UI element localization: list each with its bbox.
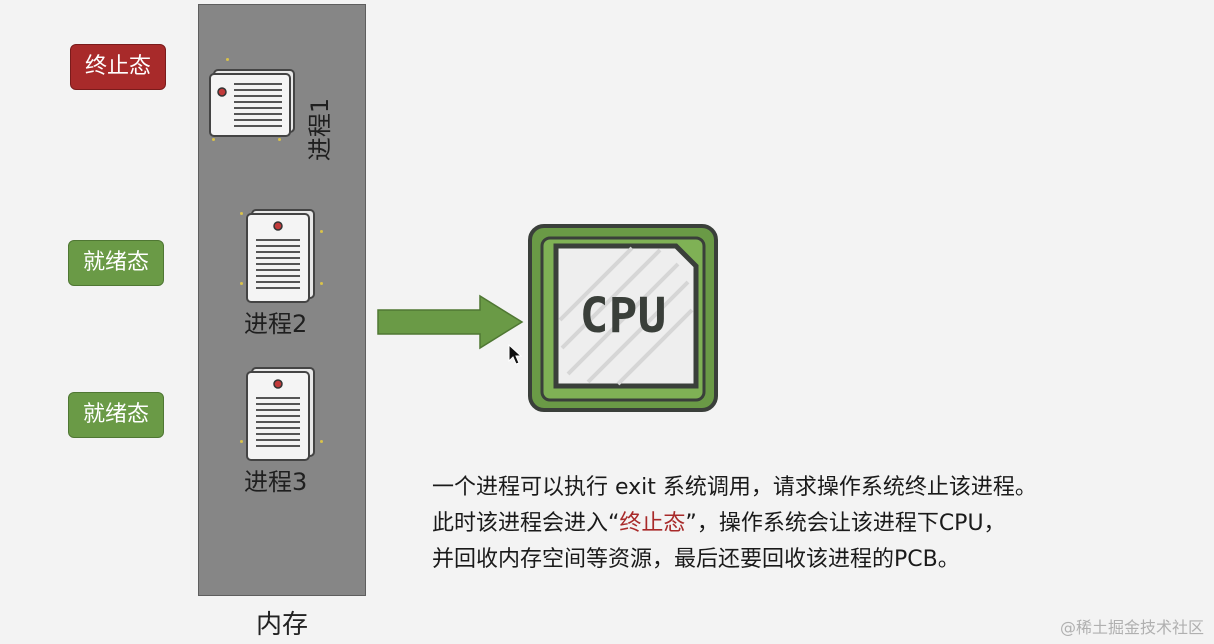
description-line-2: 此时该进程会进入“终止态”，操作系统会让该进程下CPU，	[432, 511, 1006, 536]
selection-dot	[320, 440, 323, 443]
state-tag-ready: 就绪态	[68, 240, 165, 286]
state-tag-terminated: 终止态	[70, 44, 167, 90]
description-line-1: 一个进程可以执行 exit 系统调用，请求操作系统终止该进程。	[432, 475, 1037, 500]
state-tag-label: 就绪态	[83, 250, 150, 275]
highlight-terminated: 终止态	[619, 511, 686, 536]
selection-dot	[212, 138, 215, 141]
selection-dot	[240, 282, 243, 285]
selection-dot	[320, 282, 323, 285]
memory-label: 内存	[255, 610, 308, 640]
state-tag-label: 就绪态	[83, 402, 150, 427]
process1-label: 进程1	[306, 97, 335, 162]
selection-dot	[240, 212, 243, 215]
process2-document-icon	[246, 209, 315, 303]
process2-label: 进程2	[244, 310, 308, 338]
state-tag-label: 终止态	[85, 54, 152, 79]
cpu-icon: CPU	[528, 224, 718, 412]
selection-dot	[226, 58, 229, 61]
description-line-3: 并回收内存空间等资源，最后还要回收该进程的PCB。	[432, 547, 960, 572]
state-tag-ready: 就绪态	[68, 392, 165, 438]
process1-document-icon	[209, 69, 295, 137]
process3-label: 进程3	[244, 468, 308, 496]
process3-document-icon	[246, 367, 315, 461]
watermark: @稀土掘金技术社区	[1059, 618, 1204, 637]
arrow-to-cpu-icon	[377, 294, 524, 350]
selection-dot	[320, 230, 323, 233]
selection-dot	[278, 138, 281, 141]
description-text: 一个进程可以执行 exit 系统调用，请求操作系统终止该进程。 此时该进程会进入…	[432, 470, 1202, 578]
cpu-label: CPU	[580, 288, 667, 344]
selection-dot	[240, 440, 243, 443]
mouse-cursor-icon	[508, 344, 523, 365]
